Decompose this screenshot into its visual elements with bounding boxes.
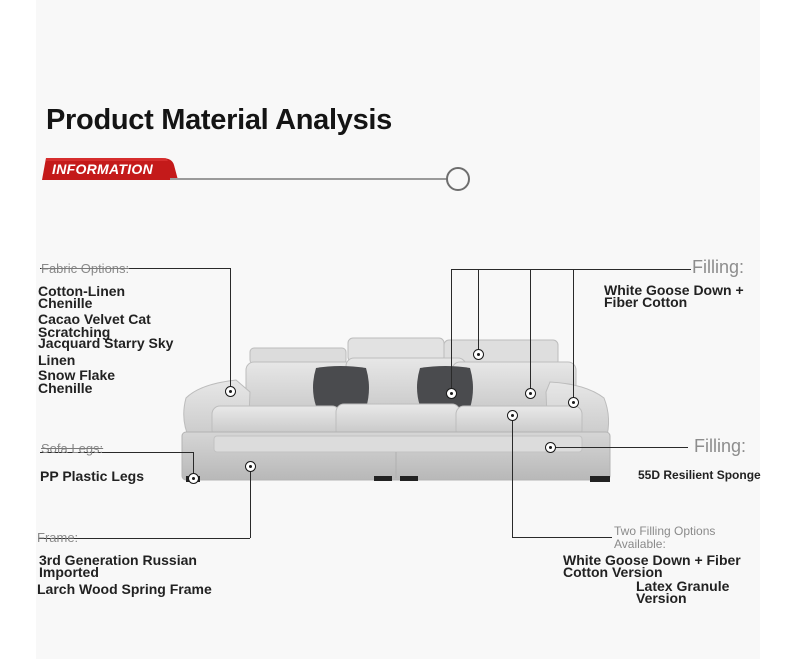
filling-seat-value: 55D Resilient Sponge <box>638 468 761 482</box>
frame-connector <box>38 538 250 539</box>
legs-value: PP Plastic Legs <box>40 468 145 484</box>
filling-options-hotspot-icon <box>507 410 518 421</box>
filling-top-connector <box>451 269 691 270</box>
fabric-connector-vertical <box>230 268 231 390</box>
filling-hotspot-1-icon <box>446 388 457 399</box>
legs-connector <box>40 452 193 453</box>
frame-line-1: 3rd Generation Russian <box>39 552 197 568</box>
filling-options-note-line-2: Available: <box>614 537 666 551</box>
circle-icon <box>446 167 470 191</box>
fabric-option-2-line-2: Scratching <box>38 324 111 340</box>
frame-connector-vertical <box>250 466 251 538</box>
filling-top-line-1: White Goose Down + <box>604 282 744 298</box>
legs-hotspot-icon <box>188 473 199 484</box>
fabric-option-3-line-1: Jacquard Starry Sky <box>38 335 174 351</box>
filling-option-2-line-2: Version <box>636 590 687 606</box>
filling-options-connector <box>512 537 612 538</box>
filling-option-2-line-1: Latex Granule <box>636 578 730 594</box>
filling-top-drop-4 <box>573 269 574 402</box>
filling-top-drop-2 <box>478 269 479 354</box>
fabric-option-1-line-1: Cotton-Linen <box>38 283 126 299</box>
fabric-option-4-line-2: Chenille <box>38 380 93 396</box>
information-tag-label: INFORMATION <box>52 161 154 177</box>
filling-option-1-line-2: Cotton Version <box>563 564 663 580</box>
filling-top-line-2: Fiber Cotton <box>604 294 688 310</box>
fabric-option-2-line-1: Cacao Velvet Cat <box>38 311 151 327</box>
information-tag: INFORMATION <box>42 157 182 181</box>
fabric-connector <box>40 268 230 269</box>
information-divider <box>170 178 448 180</box>
page-background <box>36 0 760 659</box>
legs-connector-vertical <box>193 452 194 478</box>
fabric-header: Fabric Options: <box>41 261 130 276</box>
page-title: Product Material Analysis <box>46 104 392 136</box>
fabric-option-1-line-2: Chenille <box>38 295 93 311</box>
filling-options-vertical <box>512 415 513 537</box>
frame-line-3: Larch Wood Spring Frame <box>37 581 212 597</box>
frame-line-2: Imported <box>39 564 99 580</box>
filling-hotspot-3-icon <box>525 388 536 399</box>
filling-top-header: Filling: <box>692 257 745 277</box>
frame-header: Frame: <box>37 530 79 545</box>
filling-seat-connector <box>550 447 688 448</box>
filling-top-drop-3 <box>530 269 531 393</box>
fabric-option-4-line-1: Snow Flake <box>38 367 116 383</box>
filling-top-drop-1 <box>451 269 452 393</box>
information-tag-shape <box>42 158 178 180</box>
seat-filling-hotspot-icon <box>545 442 556 453</box>
filling-options-note-line-1: Two Filling Options <box>614 524 716 538</box>
filling-seat-header: Filling: <box>694 436 747 456</box>
fabric-hotspot-icon <box>225 386 236 397</box>
filling-hotspot-2-icon <box>473 349 484 360</box>
filling-option-1-line-1: White Goose Down + Fiber <box>563 552 741 568</box>
fabric-option-3-line-2: Linen <box>38 352 76 368</box>
frame-hotspot-icon <box>245 461 256 472</box>
filling-hotspot-4-icon <box>568 397 579 408</box>
legs-header: Sofa Legs: <box>41 441 104 456</box>
